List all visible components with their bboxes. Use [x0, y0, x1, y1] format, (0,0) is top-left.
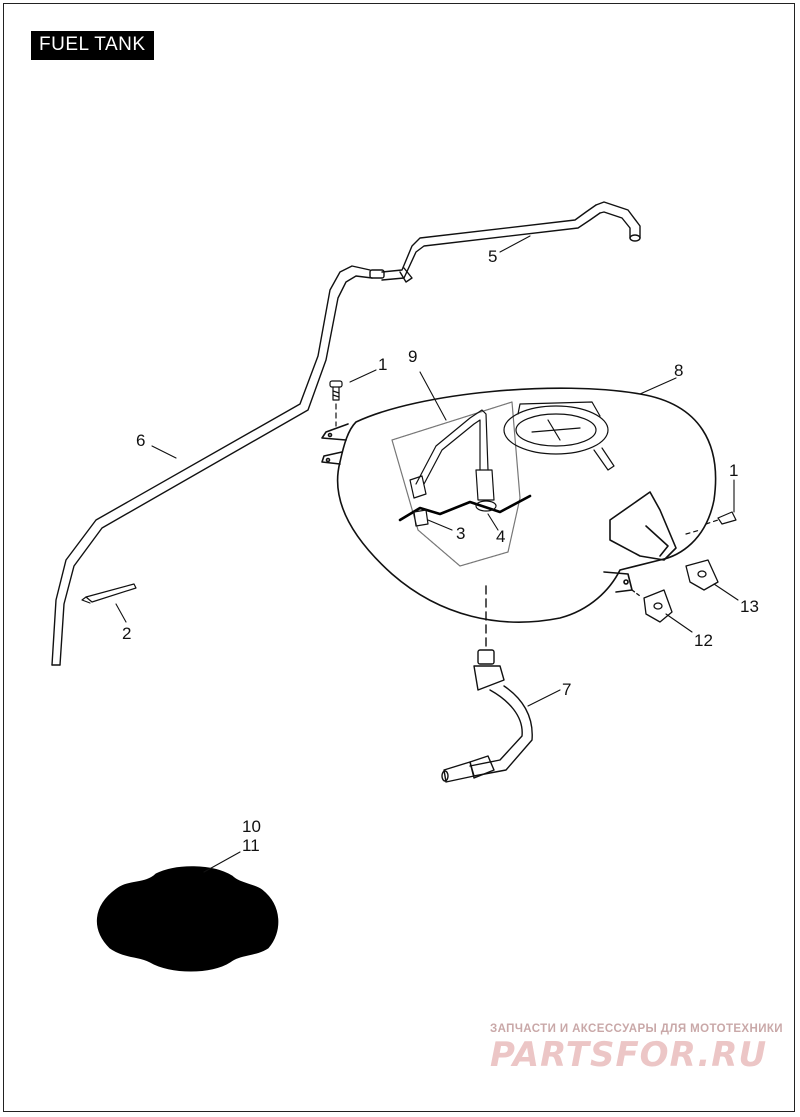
leader-lines [115, 235, 739, 873]
callout-11: 11 [242, 836, 260, 855]
fuel-pump-flange [503, 401, 615, 471]
page-title: FUEL TANK [31, 31, 154, 60]
vent-hose-long [51, 265, 373, 666]
page-frame [3, 3, 795, 1112]
callout-8: 8 [674, 361, 683, 380]
callout-9: 9 [408, 347, 417, 366]
callout-labels: 1 9 8 5 6 2 3 4 1 13 12 7 10 11 [122, 247, 759, 855]
fuel-tank [321, 387, 717, 623]
watermark-logo-text: PARTSFOR.RU [490, 1035, 768, 1075]
clip-nut-13 [685, 559, 719, 591]
callout-13: 13 [740, 597, 759, 616]
callout-1-right: 1 [729, 461, 738, 480]
callout-5: 5 [488, 247, 497, 266]
callout-6: 6 [136, 431, 145, 450]
callout-10: 10 [242, 817, 261, 836]
callout-12: 12 [694, 631, 713, 650]
callout-2: 2 [122, 624, 131, 643]
tank-cutaway [391, 401, 532, 567]
cable-strap [81, 583, 137, 604]
vent-hose-upper [369, 201, 641, 283]
callout-4: 4 [496, 527, 505, 546]
fuel-cap [97, 866, 279, 972]
screw-left [329, 380, 343, 427]
watermark-tagline: ЗАПЧАСТИ И АКСЕССУАРЫ ДЛЯ МОТОТЕХНИКИ [490, 1023, 783, 1035]
callout-1-left: 1 [378, 355, 387, 374]
clip-nut-12 [631, 589, 673, 623]
fuel-line [441, 585, 533, 783]
callout-7: 7 [562, 680, 571, 699]
screw-right [685, 511, 737, 535]
callout-3: 3 [456, 524, 465, 543]
